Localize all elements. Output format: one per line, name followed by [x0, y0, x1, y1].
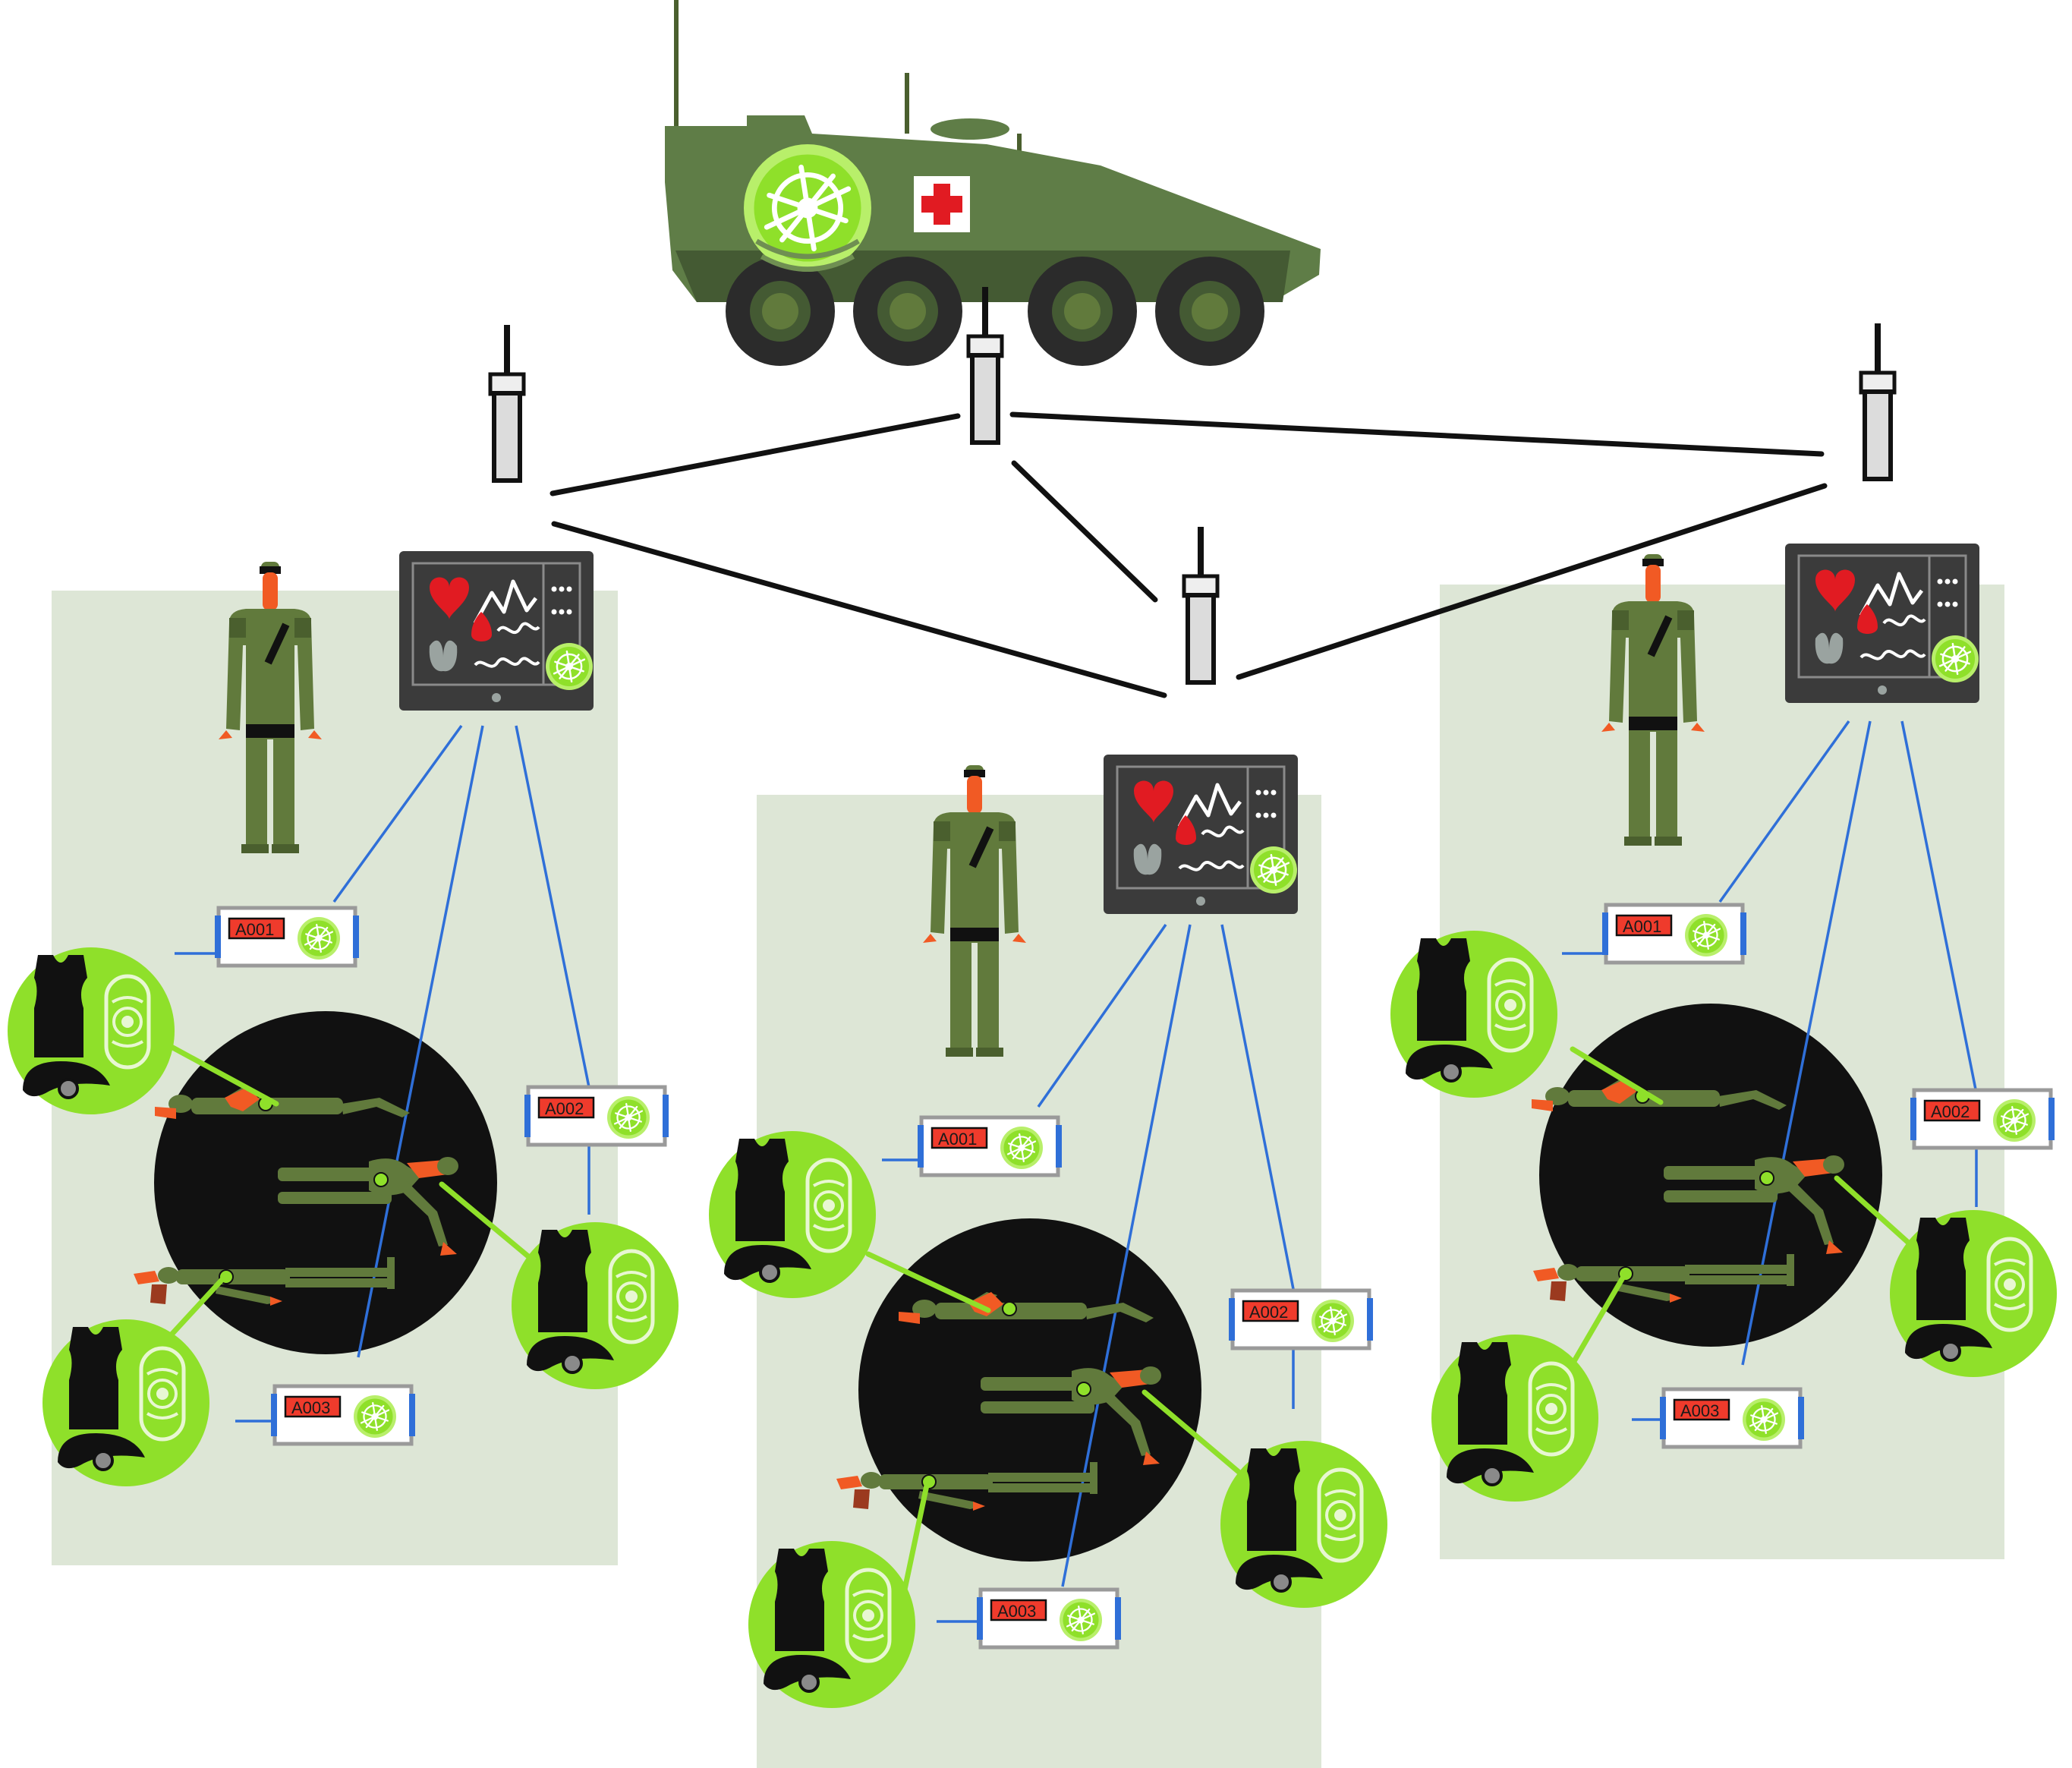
medical-armored-vehicle-icon [665, 0, 1321, 366]
patient-sensor-tag[interactable]: A002 [524, 1087, 669, 1145]
vital-signs-monitor-icon[interactable] [1104, 755, 1298, 914]
radio-relay-icon [1861, 323, 1894, 479]
wearable-sensor-kit-icon[interactable] [43, 1319, 209, 1486]
radio-relay-icon [490, 325, 524, 481]
sensor-links [175, 720, 1978, 1623]
tag-id: A003 [1680, 1401, 1719, 1420]
wearable-sensor-kit-icon[interactable] [1220, 1441, 1387, 1608]
patient-sensor-tag[interactable]: A002 [1229, 1291, 1373, 1348]
vital-signs-monitor-icon[interactable] [399, 551, 594, 711]
wearable-sensor-kit-icon[interactable] [1390, 931, 1557, 1098]
patient-sensor-tag[interactable]: A002 [1910, 1090, 2055, 1148]
wearable-sensor-kit-icon[interactable] [1890, 1210, 2057, 1377]
network-hub-icon [744, 144, 871, 272]
patient-sensor-tag[interactable]: A003 [977, 1590, 1121, 1647]
radio-relay-icon [968, 287, 1002, 443]
tag-id: A002 [1931, 1102, 1970, 1121]
tag-id: A001 [938, 1130, 977, 1149]
tag-id: A001 [235, 920, 274, 939]
patient-sensor-tag[interactable]: A001 [215, 908, 359, 966]
wearable-sensor-kit-icon[interactable] [8, 947, 175, 1114]
tag-id: A003 [997, 1602, 1036, 1621]
patient-sensor-tag[interactable]: A003 [1660, 1389, 1804, 1447]
wearable-sensor-kit-icon[interactable] [512, 1222, 679, 1389]
radio-relay-icon [1184, 527, 1217, 682]
tag-id: A001 [1623, 917, 1661, 936]
wearable-sensor-kit-icon[interactable] [709, 1131, 876, 1298]
tag-id: A002 [545, 1099, 584, 1118]
wearable-sensor-kit-icon[interactable] [748, 1541, 915, 1708]
tag-id: A003 [291, 1398, 330, 1417]
radio-links [549, 411, 1828, 698]
patient-sensor-tag[interactable]: A001 [918, 1117, 1062, 1175]
vital-signs-monitor-icon[interactable] [1785, 544, 1979, 703]
patient-sensor-tag[interactable]: A003 [271, 1386, 415, 1444]
wearable-sensor-kit-icon[interactable] [1431, 1335, 1598, 1502]
tag-id: A002 [1249, 1303, 1288, 1322]
patient-sensor-tag[interactable]: A001 [1602, 905, 1746, 963]
